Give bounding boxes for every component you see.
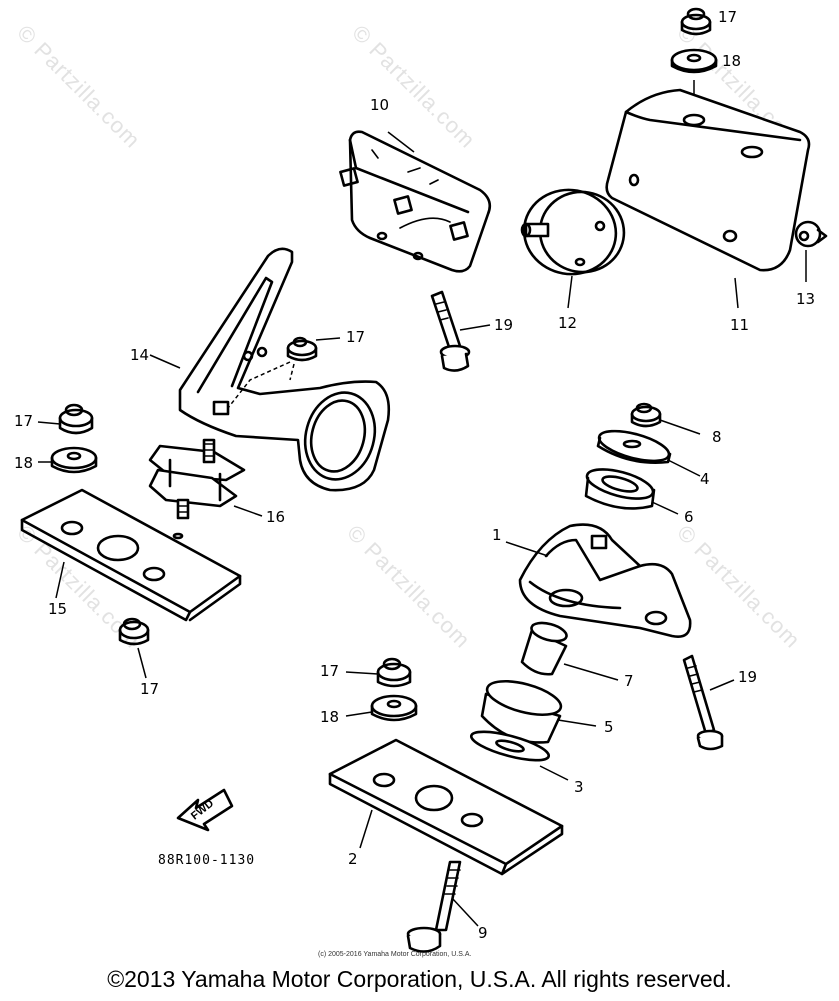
- copyright-notice: ©2013 Yamaha Motor Corporation, U.S.A. A…: [107, 966, 732, 992]
- callout-18[interactable]: 18: [320, 708, 340, 726]
- part-2-plate[interactable]: [328, 738, 564, 876]
- part-14-bracket-arm[interactable]: [178, 247, 391, 492]
- part-8-nut[interactable]: [630, 402, 662, 428]
- part-16-rubber-mount[interactable]: [148, 438, 246, 520]
- part-18-washer-top[interactable]: [670, 48, 718, 74]
- part-17-nut-left[interactable]: [58, 403, 94, 435]
- callout-1[interactable]: 1: [492, 526, 502, 544]
- callout-13[interactable]: 13: [796, 290, 816, 308]
- part-19-bolt-lower[interactable]: [682, 654, 724, 751]
- callout-4[interactable]: 4: [700, 470, 710, 488]
- part-17-nut-top[interactable]: [680, 7, 712, 36]
- part-17-nut-lower-center[interactable]: [376, 657, 412, 688]
- part-18-washer-lower-center[interactable]: [370, 694, 418, 722]
- callout-14[interactable]: 14: [130, 346, 150, 364]
- part-17-nut-lower-left[interactable]: [118, 617, 150, 646]
- callout-7[interactable]: 7: [624, 672, 634, 690]
- fwd-arrow-icon: [176, 788, 234, 832]
- part-11-cover[interactable]: [605, 88, 811, 272]
- part-12-mount[interactable]: [517, 183, 630, 282]
- part-1-main-bracket[interactable]: [518, 523, 692, 638]
- part-10-bracket[interactable]: [339, 130, 492, 273]
- figure-code: 88R100-1130: [158, 853, 256, 868]
- small-copyright: (c) 2005-2016 Yamaha Motor Corporation, …: [318, 951, 472, 958]
- callout-12[interactable]: 12: [558, 314, 578, 332]
- callout-19[interactable]: 19: [494, 316, 514, 334]
- callout-15[interactable]: 15: [48, 600, 68, 618]
- callout-16[interactable]: 16: [266, 508, 286, 526]
- part-3-washer[interactable]: [469, 726, 551, 766]
- callout-17[interactable]: 17: [14, 412, 34, 430]
- part-19-bolt-upper[interactable]: [430, 290, 471, 372]
- part-7-sleeve[interactable]: [520, 620, 568, 676]
- part-18-washer-left[interactable]: [50, 446, 98, 474]
- part-15-plate[interactable]: [20, 488, 242, 622]
- part-6-bushing[interactable]: [584, 464, 656, 510]
- callout-9[interactable]: 9: [478, 924, 488, 942]
- part-4-washer[interactable]: [596, 425, 672, 467]
- part-13-screw[interactable]: [794, 220, 828, 248]
- callout-17[interactable]: 17: [718, 8, 738, 26]
- callout-8[interactable]: 8: [712, 428, 722, 446]
- callout-6[interactable]: 6: [684, 508, 694, 526]
- callout-19[interactable]: 19: [738, 668, 758, 686]
- callout-10[interactable]: 10: [370, 96, 390, 114]
- callout-11[interactable]: 11: [730, 316, 750, 334]
- callout-17[interactable]: 17: [140, 680, 160, 698]
- callout-2[interactable]: 2: [348, 850, 358, 868]
- callout-5[interactable]: 5: [604, 718, 614, 736]
- callout-17[interactable]: 17: [346, 328, 366, 346]
- callout-18[interactable]: 18: [722, 52, 742, 70]
- part-17-nut-mid[interactable]: [286, 336, 318, 362]
- callout-3[interactable]: 3: [574, 778, 584, 796]
- part-9-bolt[interactable]: [406, 860, 462, 953]
- callout-17[interactable]: 17: [320, 662, 340, 680]
- callout-18[interactable]: 18: [14, 454, 34, 472]
